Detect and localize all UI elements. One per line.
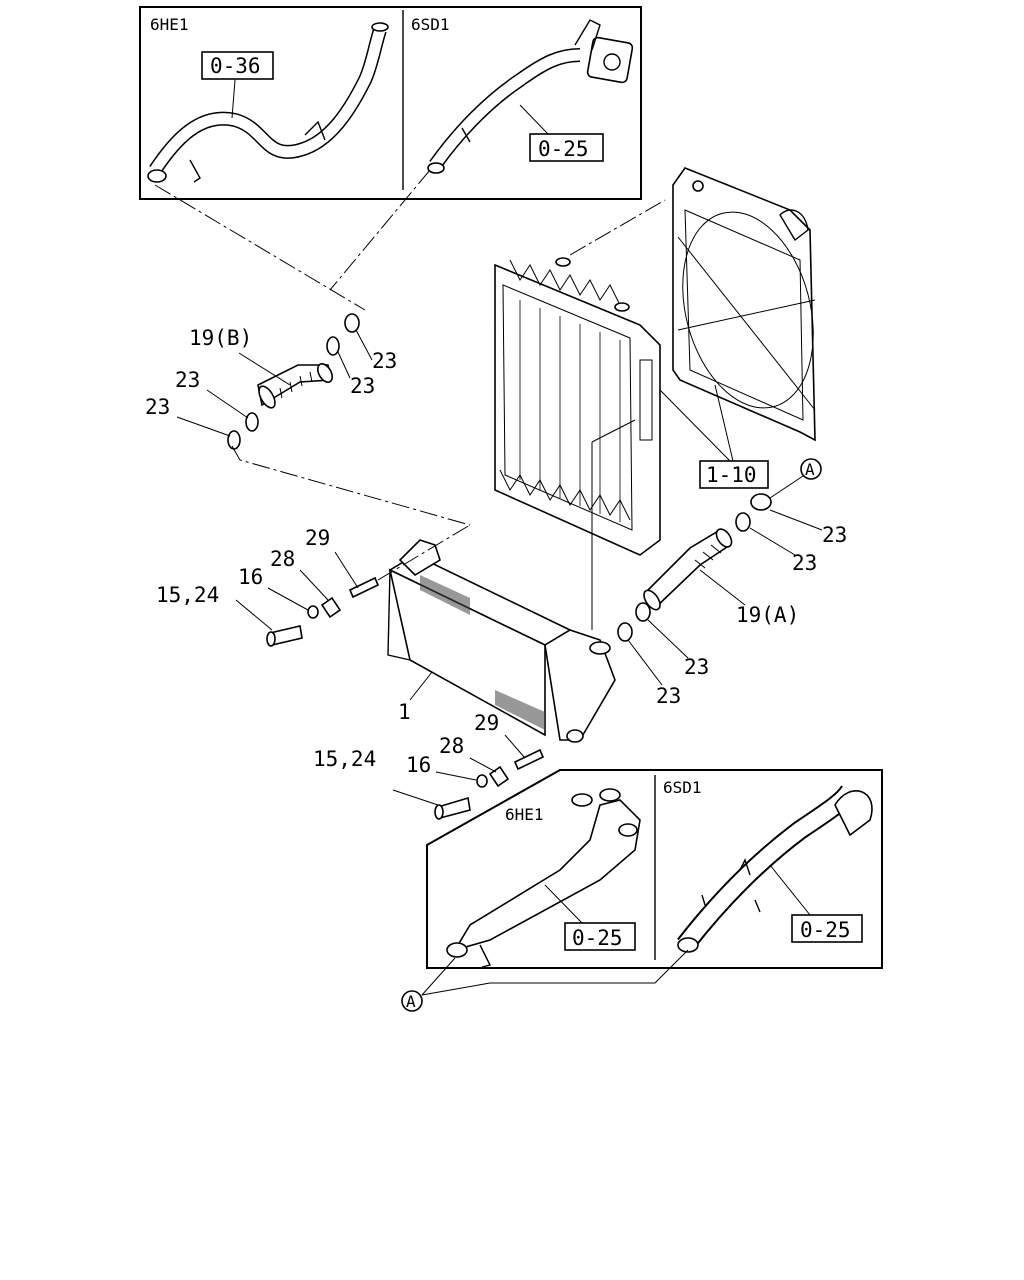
callout-bolt-upper: 15,24 xyxy=(156,583,219,607)
bottom-inset: 6HE1 6SD1 0-25 0-25 xyxy=(426,769,883,969)
ref-bottom-6sd1: 0-25 xyxy=(800,918,851,942)
washer xyxy=(307,605,319,619)
top-6sd1-pipe xyxy=(427,19,634,174)
callout-clamp-5: 23 xyxy=(822,523,847,547)
hose-19a xyxy=(647,528,732,610)
callout-washer-upper: 16 xyxy=(238,565,263,589)
callout-stud-lower: 29 xyxy=(474,711,499,735)
top-6he1-pipe xyxy=(147,22,389,183)
stud xyxy=(513,748,545,771)
radiator xyxy=(494,257,661,630)
ref-bottom-6he1: 0-25 xyxy=(572,926,623,950)
callout-19b: 19(B) xyxy=(189,326,252,350)
callout-washer-lower: 16 xyxy=(406,753,431,777)
top-inset-frame xyxy=(139,6,642,200)
callout-clamp-6: 23 xyxy=(792,551,817,575)
callout-clamp-4: 23 xyxy=(145,395,170,419)
fan-shroud xyxy=(672,167,816,442)
bottom-inset-frame xyxy=(426,769,883,969)
clamp xyxy=(750,493,772,511)
callout-clamp-1: 23 xyxy=(372,349,397,373)
bottom-right-engine-label: 6SD1 xyxy=(663,778,702,797)
marker-a-lower-label: A xyxy=(406,992,416,1011)
callout-bolt-lower: 15,24 xyxy=(313,747,376,771)
washer xyxy=(476,774,488,788)
ref-box-top-6he1 xyxy=(201,51,274,80)
clamp xyxy=(245,412,259,432)
hardware-upper xyxy=(266,576,380,647)
clamp xyxy=(735,512,751,532)
callout-intercooler: 1 xyxy=(398,700,411,724)
callout-clamp-8: 23 xyxy=(656,684,681,708)
ref-box-bottom-6sd1 xyxy=(791,914,863,943)
callout-nut-upper: 28 xyxy=(270,547,295,571)
stud xyxy=(348,576,380,599)
hose-19a-group xyxy=(617,493,772,642)
bottom-6sd1-pipe xyxy=(677,784,873,953)
top-right-engine-label: 6SD1 xyxy=(411,15,450,34)
callout-19a: 19(A) xyxy=(736,603,799,627)
hose-19b-group xyxy=(227,313,360,450)
callout-clamp-7: 23 xyxy=(684,655,709,679)
ref-top-6sd1: 0-25 xyxy=(538,137,589,161)
bottom-6he1-pipe xyxy=(446,788,641,968)
marker-a-lower xyxy=(401,990,423,1012)
clamp xyxy=(227,430,241,450)
ref-box-radiator xyxy=(699,460,769,489)
callout-nut-lower: 28 xyxy=(439,734,464,758)
callout-stud-upper: 29 xyxy=(305,526,330,550)
marker-a-upper-label: A xyxy=(805,460,815,479)
bottom-left-engine-label: 6HE1 xyxy=(505,805,544,824)
clamp xyxy=(326,336,340,356)
clamp xyxy=(617,622,633,642)
ref-box-top-6sd1 xyxy=(529,133,604,162)
top-inset: 6HE1 6SD1 0-36 0-25 xyxy=(139,6,642,200)
marker-a-upper xyxy=(800,458,822,480)
clamp xyxy=(635,602,651,622)
nut xyxy=(320,596,342,619)
hose-19b xyxy=(257,364,331,407)
callout-clamp-2: 23 xyxy=(350,374,375,398)
callout-clamp-3: 23 xyxy=(175,368,200,392)
ref-box-bottom-6he1 xyxy=(564,922,636,951)
ref-radiator: 1-10 xyxy=(706,463,757,487)
top-left-engine-label: 6HE1 xyxy=(150,15,189,34)
ref-top-6he1: 0-36 xyxy=(210,54,261,78)
leader-lines-top xyxy=(154,169,666,311)
intercooler xyxy=(387,539,616,743)
clamp xyxy=(344,313,360,333)
